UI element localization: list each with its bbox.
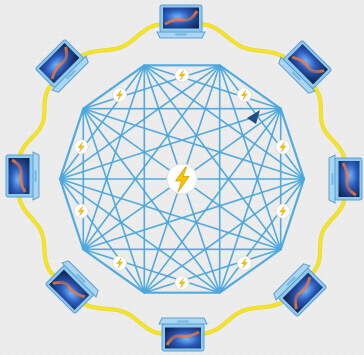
laptop-top [157, 5, 205, 38]
bolt-badge [74, 204, 88, 218]
bolt-badge [113, 88, 127, 102]
laptop-left [6, 152, 39, 200]
bolt-badge [113, 256, 127, 270]
laptop-right [329, 155, 362, 203]
laptop-trackpad [332, 173, 334, 185]
laptop-bottom [159, 318, 207, 351]
bolt-badge [276, 204, 290, 218]
bolt-badge [175, 68, 189, 82]
bolt-badge [74, 140, 88, 154]
bolt-badge [237, 88, 251, 102]
laptop-trackpad [175, 34, 187, 36]
bolt-badge [276, 140, 290, 154]
bolt-badge [175, 276, 189, 290]
laptop-trackpad [35, 170, 37, 182]
bolt-badge [237, 256, 251, 270]
central-hub [167, 164, 197, 194]
laptop-trackpad [177, 321, 189, 323]
